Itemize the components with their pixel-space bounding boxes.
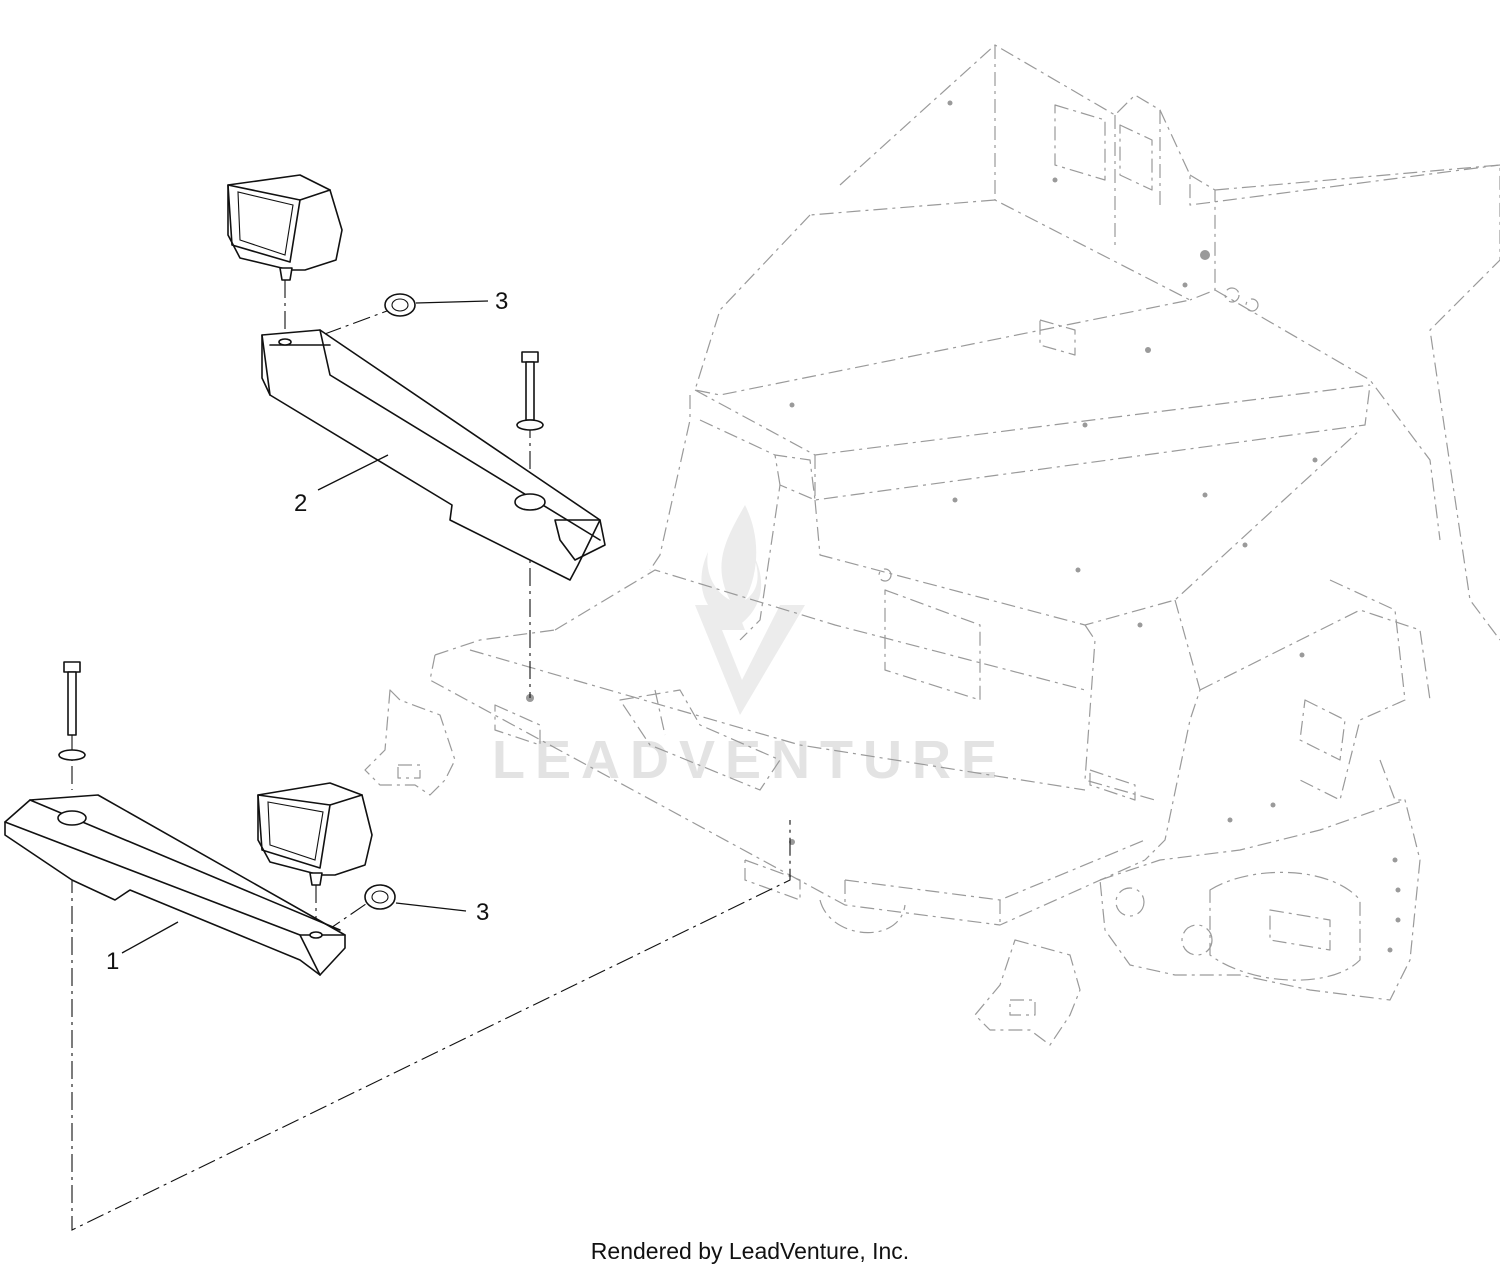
rear-tower-plate-2 bbox=[1119, 124, 1153, 191]
nut-lower-inner bbox=[371, 890, 389, 904]
right-upright bbox=[1144, 599, 1201, 861]
rear-tower-top-outline bbox=[839, 44, 1500, 206]
footplate-corners bbox=[844, 880, 1001, 925]
leader-3-bottom bbox=[395, 902, 467, 912]
lower-link-2 bbox=[744, 859, 801, 901]
machine-frame-phantom bbox=[364, 44, 1500, 1046]
front-centre-bracket-edge bbox=[654, 689, 666, 736]
arm-1-body bbox=[4, 794, 346, 976]
callout-leaders bbox=[121, 300, 489, 954]
front-centre-bracket bbox=[619, 689, 781, 791]
bolt-upper-shank bbox=[525, 361, 535, 421]
right-arm bbox=[1299, 579, 1406, 801]
right-panel-lower bbox=[1214, 289, 1441, 541]
lower-loop bbox=[819, 899, 906, 934]
callout-1: 1 bbox=[106, 948, 119, 975]
nut-upper-outer bbox=[384, 293, 416, 317]
seat-box-slot bbox=[1089, 769, 1136, 801]
leadventure-watermark: LEADVENTURE bbox=[492, 505, 1007, 790]
seat-box-panel bbox=[884, 589, 981, 701]
callout-2: 2 bbox=[294, 490, 307, 517]
right-arm-plate bbox=[1299, 699, 1346, 761]
washer-lower bbox=[58, 749, 86, 761]
pump-housing bbox=[1099, 799, 1421, 1001]
seat-box-outline bbox=[814, 429, 1361, 626]
arm-2-end-face bbox=[261, 334, 271, 396]
arm-1-bolt-hole bbox=[57, 810, 87, 826]
arm-2-light-hole bbox=[278, 338, 292, 346]
watermark-flame-icon bbox=[701, 505, 762, 628]
upper-deck-front-edge bbox=[694, 384, 1371, 456]
arm-2-notch bbox=[554, 519, 606, 561]
frame-holes bbox=[526, 100, 1401, 953]
nut-upper bbox=[384, 293, 416, 317]
rear-tower-left-edge bbox=[809, 199, 996, 216]
watermark-v-icon bbox=[695, 605, 805, 715]
light-lower-top-edge bbox=[329, 794, 363, 806]
rear-tower-side bbox=[1189, 174, 1216, 301]
pump-port-centre bbox=[1181, 924, 1213, 956]
footer-credit: Rendered by LeadVenture, Inc. bbox=[590, 1238, 910, 1264]
light-upper-lens bbox=[227, 184, 301, 263]
watermark-text: LEADVENTURE bbox=[492, 730, 1007, 790]
light-upper-housing bbox=[227, 174, 343, 271]
rear-tower-edge bbox=[994, 45, 1191, 301]
light-lower-stud bbox=[309, 872, 323, 886]
seat-box-front bbox=[1084, 624, 1156, 801]
washer-upper bbox=[516, 419, 544, 431]
light-upper-lens-inner bbox=[237, 191, 294, 256]
left-hanger-bracket bbox=[364, 689, 456, 796]
footplate-front-edge bbox=[429, 654, 1146, 926]
arm-2-body bbox=[261, 329, 601, 581]
right-hanger-slot bbox=[1009, 999, 1036, 1016]
footplate-left bbox=[434, 629, 556, 656]
rear-tower-plate bbox=[1054, 104, 1106, 181]
work-light-lower bbox=[257, 782, 373, 886]
footplate-crease bbox=[469, 649, 1086, 791]
pump-inner-ring bbox=[1209, 871, 1361, 981]
bolt-lower-head bbox=[63, 661, 81, 673]
light-upper-stud bbox=[279, 267, 293, 281]
light-lower-lens bbox=[257, 794, 331, 869]
callout-numbers: 3 2 1 3 bbox=[106, 288, 508, 975]
work-light-upper bbox=[227, 174, 343, 281]
centerline-arm-1-mount bbox=[71, 820, 791, 1231]
bolt-upper-head bbox=[521, 351, 539, 363]
nut-lower bbox=[364, 884, 396, 910]
bolt-lower-shank bbox=[67, 671, 77, 736]
upper-deck-thickness bbox=[814, 384, 1371, 501]
right-side-panel bbox=[1214, 164, 1500, 641]
left-upright-edge bbox=[774, 454, 781, 486]
light-mount-arm-1 bbox=[4, 794, 346, 976]
bolt-upper bbox=[516, 351, 544, 431]
callout-3-top: 3 bbox=[495, 288, 508, 315]
arm-1-light-hole bbox=[309, 931, 323, 939]
pump-inner-plate bbox=[1269, 909, 1331, 951]
right-arm-lower bbox=[1379, 759, 1405, 801]
light-upper-top-edge bbox=[299, 189, 331, 201]
centerline-nut-bottom bbox=[324, 892, 383, 933]
footplate-top bbox=[554, 569, 1086, 691]
right-hanger-bracket bbox=[974, 939, 1081, 1046]
right-upright-top bbox=[1199, 609, 1431, 701]
arm-2-bolt-hole bbox=[514, 493, 546, 511]
left-hanger-slot bbox=[397, 764, 421, 779]
nut-upper-inner bbox=[391, 298, 409, 312]
leader-2 bbox=[317, 454, 389, 491]
upper-deck-bracket bbox=[1039, 319, 1076, 356]
light-mount-arm-2 bbox=[261, 329, 606, 581]
light-lower-lens-inner bbox=[267, 801, 324, 861]
bolt-lower bbox=[58, 661, 86, 761]
pump-port-left bbox=[1115, 887, 1145, 917]
leader-3-top bbox=[415, 300, 489, 304]
lower-link bbox=[494, 704, 541, 746]
leader-1 bbox=[121, 921, 179, 954]
left-upright bbox=[649, 395, 691, 571]
upper-deck-outline bbox=[694, 214, 1191, 396]
nut-lower-outer bbox=[364, 884, 396, 910]
footplate-lip bbox=[844, 839, 1146, 901]
callout-3-bottom: 3 bbox=[476, 899, 489, 926]
